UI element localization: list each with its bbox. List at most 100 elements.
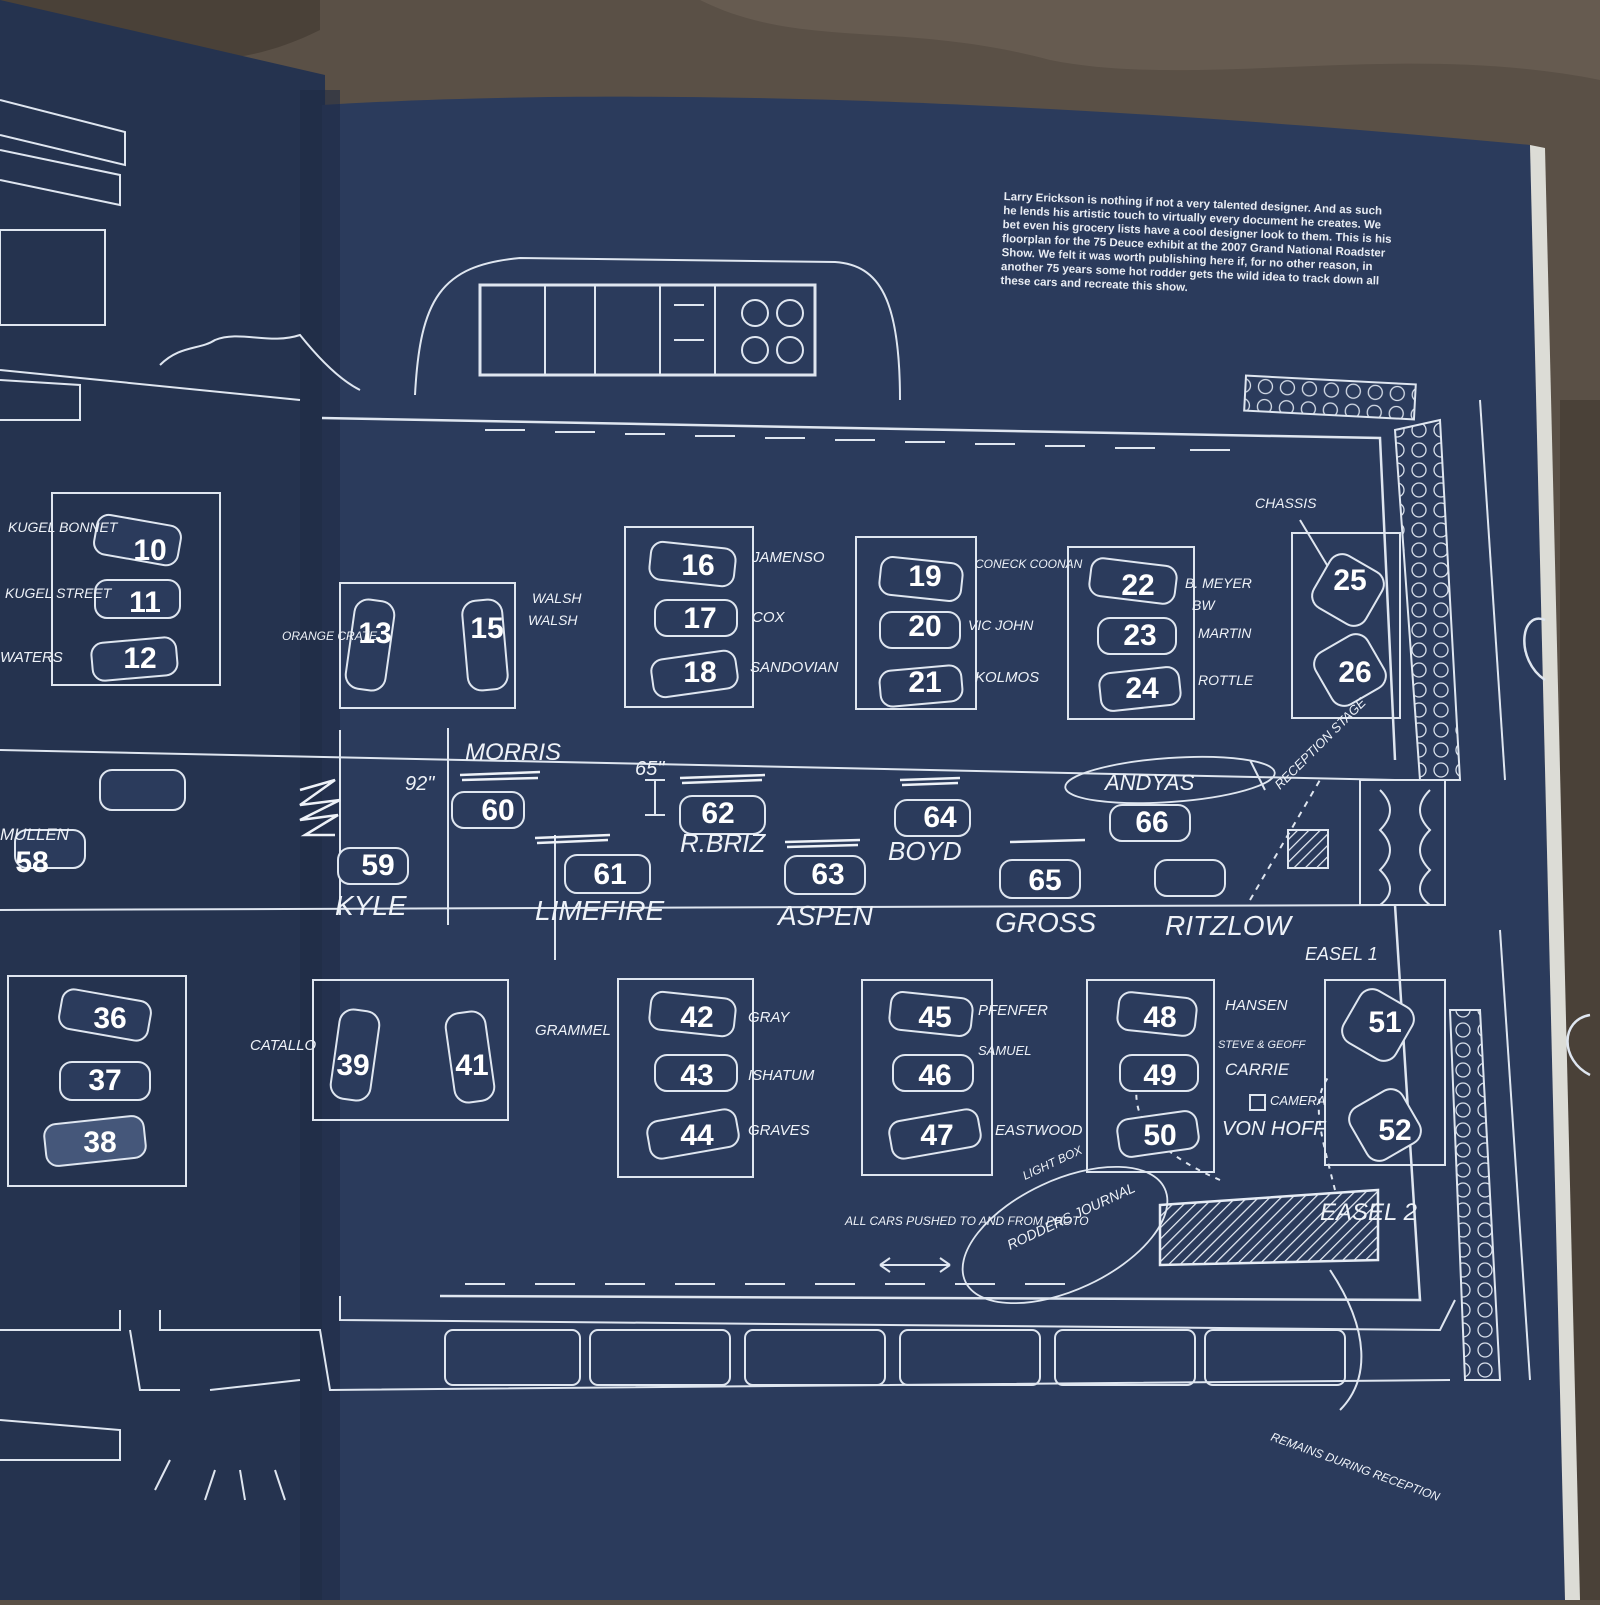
- planter-2: [589, 1329, 731, 1386]
- label-catallo: CATALLO: [250, 1037, 316, 1054]
- booth-42-44: [617, 978, 754, 1178]
- label-steve-geoff: STEVE & GEOFF: [1218, 1039, 1307, 1051]
- car-number-42: 42: [680, 1001, 713, 1034]
- car-number-38: 38: [83, 1126, 116, 1159]
- car-number-61: 61: [593, 858, 626, 891]
- car-number-44: 44: [680, 1119, 714, 1152]
- label-bw: BW: [1192, 597, 1216, 613]
- label-easel-2: EASEL 2: [1320, 1199, 1417, 1226]
- car-number-39: 39: [336, 1049, 369, 1082]
- reception-stage: [1359, 779, 1446, 906]
- label-dim-92: 92": [405, 773, 435, 795]
- booth-25-26: [1291, 532, 1401, 719]
- label-limefire: LIMEFIRE: [535, 895, 664, 926]
- label-sandovian: SANDOVIAN: [750, 659, 839, 676]
- car-number-37: 37: [88, 1064, 121, 1097]
- booth-16-18: [624, 526, 754, 708]
- car-number-65: 65: [1028, 864, 1061, 897]
- car-number-66: 66: [1135, 806, 1168, 839]
- label-aspen: ASPEN: [776, 900, 874, 931]
- booth-22-24: [1067, 546, 1195, 720]
- car-number-10: 10: [133, 534, 166, 567]
- label-coneck-coonan: CONECK COONAN: [975, 557, 1083, 571]
- label-graves: GRAVES: [748, 1122, 810, 1139]
- car-number-15: 15: [470, 612, 503, 645]
- label-boyd: BOYD: [888, 836, 962, 866]
- planter-3: [744, 1329, 886, 1386]
- label-b-meyer: B. MEYER: [1185, 575, 1252, 591]
- label-mullen: MULLEN: [0, 825, 70, 844]
- book-gutter: [300, 90, 340, 1600]
- label-easel-1: EASEL 1: [1305, 944, 1378, 964]
- label-kyle: KYLE: [335, 890, 407, 921]
- label-kugel-street: KUGEL STREET: [5, 585, 113, 601]
- car-number-24: 24: [1125, 672, 1159, 705]
- hall-top-wall: [321, 416, 1397, 761]
- booth-48-50: [1086, 979, 1215, 1173]
- label-waters: WATERS: [0, 649, 63, 666]
- car-number-13: 13: [358, 617, 391, 650]
- label-ishatum: ISHATUM: [748, 1067, 815, 1084]
- car-number-62: 62: [701, 797, 734, 830]
- label-all-cars-pushed: ALL CARS PUSHED TO AND FROM PHOTO: [844, 1214, 1089, 1228]
- car-number-48: 48: [1143, 1001, 1176, 1034]
- label-martin: MARTIN: [1198, 625, 1252, 641]
- car-number-46: 46: [918, 1059, 951, 1092]
- car-number-43: 43: [680, 1059, 713, 1092]
- label-gray: GRAY: [748, 1009, 790, 1026]
- booth-39-41: [312, 979, 509, 1121]
- planter-5: [1054, 1329, 1196, 1386]
- photo-light-box-area: [1158, 1188, 1380, 1267]
- label-cox: COX: [752, 609, 786, 626]
- label-kolmos: KOLMOS: [975, 669, 1039, 686]
- booth-36-38: [7, 975, 187, 1187]
- car-number-41: 41: [455, 1049, 488, 1082]
- car-number-60: 60: [481, 794, 514, 827]
- planter-6: [1204, 1329, 1346, 1386]
- label-walsh-2: WALSH: [528, 612, 578, 628]
- label-jamenso: JAMENSO: [751, 549, 825, 566]
- car-number-22: 22: [1121, 569, 1154, 602]
- booth-10-12: [51, 492, 221, 686]
- label-gross: GROSS: [995, 907, 1096, 938]
- car-number-58: 58: [15, 846, 48, 879]
- car-number-47: 47: [920, 1119, 953, 1152]
- label-pfenfer: PFENFER: [978, 1002, 1048, 1019]
- label-samuel: SAMUEL: [978, 1043, 1031, 1058]
- label-hansen: HANSEN: [1225, 997, 1288, 1014]
- aisle-line-top: [0, 749, 1396, 781]
- car-number-11: 11: [129, 586, 161, 619]
- label-camera: CAMERA: [1270, 1093, 1326, 1108]
- label-walsh-1: WALSH: [532, 590, 582, 606]
- car-number-50: 50: [1143, 1119, 1176, 1152]
- booth-51-52: [1324, 979, 1446, 1166]
- booth-13-15: [339, 582, 516, 709]
- car-number-17: 17: [683, 602, 716, 635]
- label-andyas: ANDYAS: [1103, 770, 1195, 795]
- car-number-59: 59: [361, 849, 394, 882]
- label-von-hoff: VON HOFF: [1222, 1118, 1327, 1140]
- label-r-briz: R.BRIZ: [680, 828, 766, 858]
- aisle-line-bottom: [0, 904, 1401, 911]
- car-number-16: 16: [681, 549, 714, 582]
- planter-1: [444, 1329, 581, 1386]
- label-grammel: GRAMMEL: [535, 1022, 611, 1039]
- label-eastwood: EASTWOOD: [995, 1122, 1083, 1139]
- caption-text: Larry Erickson is nothing if not a very …: [1000, 190, 1392, 295]
- car-number-19: 19: [908, 560, 941, 593]
- car-number-63: 63: [811, 858, 844, 891]
- top-stage-arch: [414, 256, 901, 401]
- left-stage-box: [0, 229, 106, 326]
- car-number-25: 25: [1333, 564, 1366, 597]
- car-number-52: 52: [1378, 1114, 1411, 1147]
- scribble-crossout: [299, 778, 341, 837]
- rodders-journal-circle: [961, 1165, 1169, 1305]
- car-number-49: 49: [1143, 1059, 1176, 1092]
- label-carrie: CARRIE: [1225, 1060, 1290, 1079]
- label-vic-john: VIC JOHN: [968, 617, 1034, 633]
- car-number-20: 20: [908, 610, 941, 643]
- car-number-18: 18: [683, 656, 716, 689]
- top-display-box: [478, 283, 817, 377]
